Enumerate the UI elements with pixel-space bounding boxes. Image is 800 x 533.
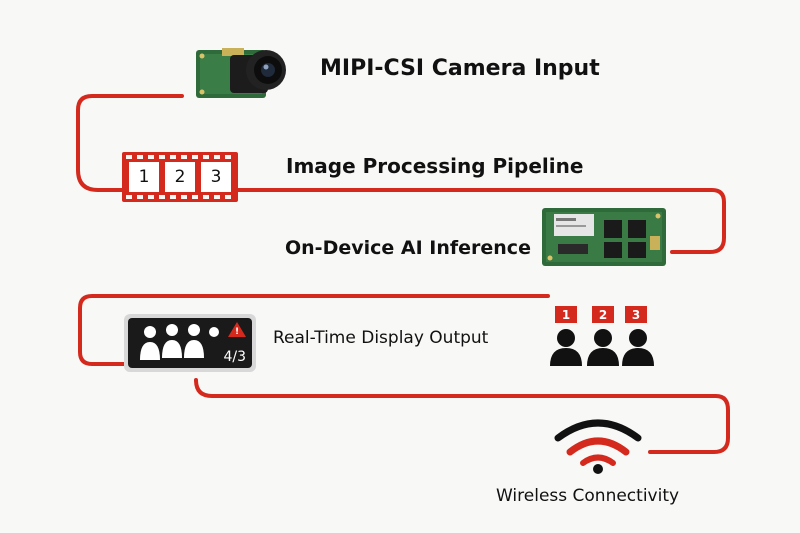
sprocket-hole <box>203 195 209 199</box>
circuit-board-icon <box>542 208 666 266</box>
sprocket-hole <box>181 195 187 199</box>
sprocket-hole <box>203 155 209 159</box>
sprocket-hole <box>192 195 198 199</box>
person-badge-2-number: 2 <box>599 308 607 322</box>
step-label-image-processing: Image Processing Pipeline <box>286 154 584 178</box>
person-badge-2 <box>592 306 614 323</box>
person-icon-3 <box>629 329 647 347</box>
sprocket-hole <box>225 195 231 199</box>
alert-symbol: ! <box>235 327 239 337</box>
person-badge-3-number: 3 <box>632 308 640 322</box>
person-badge-1 <box>555 306 577 323</box>
flow-connector <box>76 94 730 454</box>
step-label-camera-input: MIPI-CSI Camera Input <box>320 56 600 81</box>
sprocket-hole <box>148 155 154 159</box>
sprocket-hole <box>225 155 231 159</box>
sprocket-hole <box>159 195 165 199</box>
person-badge-1-number: 1 <box>562 308 570 322</box>
sprocket-hole <box>170 195 176 199</box>
person-icon-1 <box>557 329 575 347</box>
person-icon-2 <box>594 329 612 347</box>
display-ratio: 4/3 <box>223 349 246 365</box>
display-monitor-icon: ! 4/3 <box>124 314 256 372</box>
sprocket-hole <box>148 195 154 199</box>
film-frame-3: 3 <box>211 167 222 187</box>
step-label-wireless: Wireless Connectivity <box>496 486 680 506</box>
sprocket-hole <box>126 155 132 159</box>
film-frame-2: 2 <box>175 167 186 187</box>
alert-icon <box>228 322 246 337</box>
sprocket-hole <box>137 195 143 199</box>
camera-module-icon <box>196 48 286 98</box>
step-label-display-output: Real-Time Display Output <box>273 328 489 348</box>
sprocket-hole <box>126 195 132 199</box>
sprocket-hole <box>192 155 198 159</box>
sprocket-hole <box>214 155 220 159</box>
sprocket-hole <box>214 195 220 199</box>
film-strip-icon: 1 2 3 <box>122 152 238 202</box>
sprocket-hole <box>170 155 176 159</box>
person-badge-3 <box>625 306 647 323</box>
sprocket-hole <box>159 155 165 159</box>
people-group-icon: 1 2 3 <box>550 306 654 366</box>
sprocket-hole <box>181 155 187 159</box>
wifi-icon <box>554 419 642 474</box>
sprocket-hole <box>137 155 143 159</box>
step-label-ai-inference: On-Device AI Inference <box>285 237 531 259</box>
film-frame-1: 1 <box>139 167 150 187</box>
